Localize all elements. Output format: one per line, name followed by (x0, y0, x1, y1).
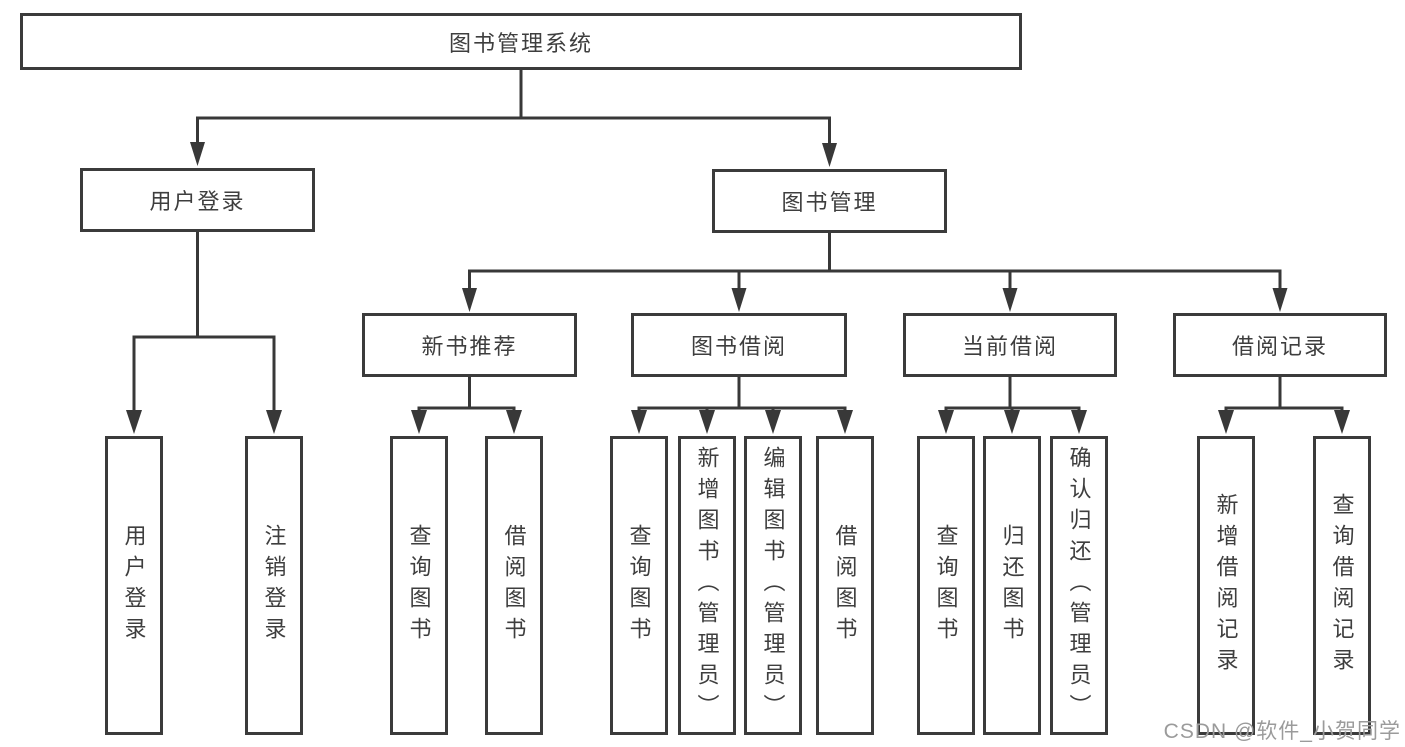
leaf-edit-book-admin-label: 编辑图书（管理员） (760, 446, 786, 725)
leaf-query-borrow-record: 查询借阅记录 (1313, 436, 1371, 735)
leaf-query-books-recommend: 查询图书 (390, 436, 448, 735)
leaf-confirm-return-admin: 确认归还（管理员） (1050, 436, 1108, 735)
node-book-borrow: 图书借阅 (631, 313, 847, 377)
leaf-query-books-current: 查询图书 (917, 436, 975, 735)
leaf-add-borrow-record-label: 新增借阅记录 (1213, 492, 1239, 679)
leaf-borrow-books: 借阅图书 (816, 436, 874, 735)
node-current-borrow: 当前借阅 (903, 313, 1117, 377)
node-current-borrow-label: 当前借阅 (961, 334, 1058, 359)
leaf-query-borrow-record-label: 查询借阅记录 (1329, 492, 1355, 679)
leaf-query-books-borrow-label: 查询图书 (626, 523, 652, 648)
leaf-borrow-books-recommend: 借阅图书 (485, 436, 543, 735)
node-root: 图书管理系统 (20, 13, 1022, 70)
node-book-management-label: 图书管理 (781, 190, 878, 215)
leaf-return-book-label: 归还图书 (999, 523, 1025, 648)
leaf-add-borrow-record: 新增借阅记录 (1197, 436, 1255, 735)
leaf-query-books-current-label: 查询图书 (933, 523, 959, 648)
leaf-borrow-books-recommend-label: 借阅图书 (501, 523, 527, 648)
leaf-query-books-recommend-label: 查询图书 (406, 523, 432, 648)
csdn-watermark: CSDN @软件_小贺同学 (1163, 720, 1401, 743)
node-new-book-recommend-label: 新书推荐 (421, 334, 518, 359)
leaf-user-login-label: 用户登录 (121, 523, 147, 648)
node-user-login-label: 用户登录 (149, 189, 246, 214)
leaf-logout: 注销登录 (245, 436, 303, 735)
node-root-label: 图书管理系统 (448, 30, 593, 56)
leaf-logout-label: 注销登录 (261, 523, 287, 648)
node-book-management: 图书管理 (712, 169, 947, 233)
leaf-borrow-books-label: 借阅图书 (832, 523, 858, 648)
node-user-login: 用户登录 (80, 168, 315, 232)
leaf-user-login: 用户登录 (105, 436, 163, 735)
node-new-book-recommend: 新书推荐 (362, 313, 577, 377)
node-borrow-records: 借阅记录 (1173, 313, 1387, 377)
leaf-add-book-admin-label: 新增图书（管理员） (694, 446, 720, 725)
leaf-query-books-borrow: 查询图书 (610, 436, 668, 735)
node-book-borrow-label: 图书借阅 (690, 334, 787, 359)
node-borrow-records-label: 借阅记录 (1231, 334, 1328, 359)
leaf-return-book: 归还图书 (983, 436, 1041, 735)
leaf-confirm-return-admin-label: 确认归还（管理员） (1066, 446, 1092, 725)
leaf-add-book-admin: 新增图书（管理员） (678, 436, 736, 735)
leaf-edit-book-admin: 编辑图书（管理员） (744, 436, 802, 735)
